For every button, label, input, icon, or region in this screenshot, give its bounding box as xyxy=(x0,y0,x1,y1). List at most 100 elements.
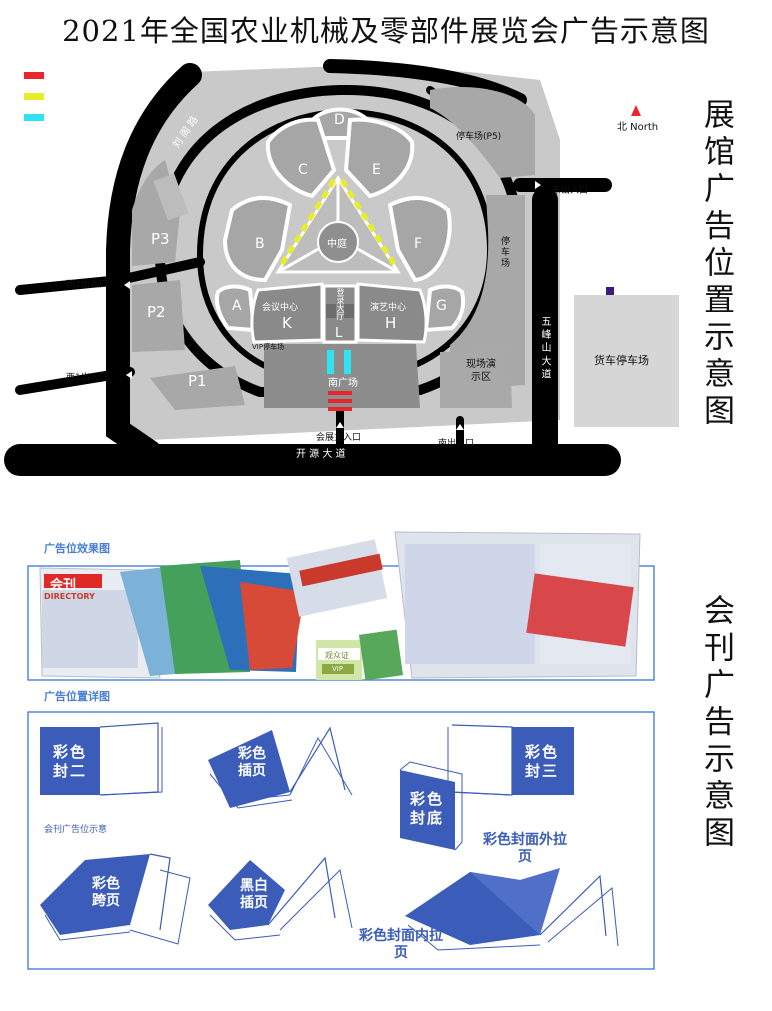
water-flag-left xyxy=(327,350,334,374)
hall-label-A: A xyxy=(232,298,242,314)
hall-F xyxy=(387,196,452,283)
diagram-color-insert xyxy=(208,726,353,809)
label-color-insert: 彩色插页 xyxy=(238,746,266,779)
map-legend: 拱门（数量3） 展厅广告位（数量8） 注水道旗（数量若干） xyxy=(24,68,140,125)
parking-areas xyxy=(132,87,535,410)
hall-label-C: C xyxy=(298,162,308,178)
diagram-bw-insert xyxy=(208,856,353,941)
entrance-west1: 西1出入口 xyxy=(66,373,108,383)
arch-gate-3 xyxy=(328,407,352,411)
photo-brochure-title: 会刊 xyxy=(50,578,77,593)
legend-label-water-flag: 注水道旗（数量若干） xyxy=(50,114,141,124)
road-liuge xyxy=(106,63,202,464)
hall-C xyxy=(265,117,337,199)
hall-label-F: F xyxy=(414,236,423,252)
road-kaiyuan-label: 开 源 大 道 xyxy=(296,449,346,460)
atrium-circle xyxy=(317,221,359,263)
parking-label-p3: P3 xyxy=(151,230,170,248)
hall-label-G: G xyxy=(436,298,447,314)
conference-center-K xyxy=(250,282,324,344)
water-flag-right xyxy=(344,350,351,374)
photo-brochure-subtitle: DIRECTORY xyxy=(44,592,95,601)
legend-label-arch: 拱门（数量3） xyxy=(50,72,110,82)
label-inside-front: 彩色封二 xyxy=(52,743,87,780)
effect-title: 广告位效果图 xyxy=(44,542,110,555)
page-title: 2021年全国农业机械及零部件展览会广告示意图 xyxy=(62,14,710,48)
diagram-cover-fold xyxy=(405,868,619,951)
entrance-west2: 西2出入口 xyxy=(66,280,108,290)
parking-label-p2: P2 xyxy=(147,303,166,321)
entrance-east: 东出入口 xyxy=(552,186,589,196)
hall-label-D: D xyxy=(334,112,345,128)
detail-title: 广告位置详图 xyxy=(44,690,110,703)
label-back-cover: 彩色封底 xyxy=(409,790,444,827)
vip-parking-label: VIP停车场 xyxy=(252,343,285,351)
parking-east xyxy=(450,195,525,390)
truck-parking-label: 货车停车场 xyxy=(594,354,649,367)
registration-name: 登录大厅 xyxy=(336,288,345,320)
entrance-main: 会展主入口 xyxy=(316,433,362,443)
atrium-label: 中庭 xyxy=(327,239,347,250)
legend-item-arch: 拱门（数量3） xyxy=(24,68,140,83)
exhibition-halls xyxy=(214,107,466,333)
diagram-inside-back xyxy=(447,724,574,796)
hall-B xyxy=(222,196,293,283)
performance-name: 演艺中心 xyxy=(370,303,407,313)
arch-gate-1 xyxy=(328,391,352,395)
truck-parking xyxy=(574,295,679,427)
north-arrow-icon xyxy=(631,105,641,116)
legend-swatch-hall-ad xyxy=(24,93,44,100)
hall-G xyxy=(423,284,466,333)
venue-map xyxy=(4,59,679,480)
road-wufeng-label: 五 峰 山 大 道 xyxy=(539,316,550,379)
label-inside-back: 彩色封三 xyxy=(524,743,559,780)
hall-E xyxy=(343,117,415,199)
road-west2 xyxy=(15,257,205,295)
label-cross-page: 彩色跨页 xyxy=(92,876,120,909)
road-west1 xyxy=(15,367,135,395)
diagram-cross-page xyxy=(40,853,191,945)
entrance-south: 南出入口 xyxy=(438,439,475,449)
diagram-back-cover xyxy=(399,761,463,851)
hall-ad-markers xyxy=(279,178,397,266)
south-plaza xyxy=(264,344,420,408)
registration-letter: L xyxy=(335,326,343,341)
legend-swatch-arch xyxy=(24,72,44,79)
catalog-note: 会刊广告位示意 xyxy=(44,825,108,835)
detail-frame xyxy=(27,711,655,970)
building-left-top xyxy=(153,173,189,221)
purple-marker xyxy=(606,287,614,295)
parking-p2 xyxy=(132,280,185,352)
performance-center-H xyxy=(356,282,428,344)
demo-area xyxy=(440,350,512,408)
hall-label-B: B xyxy=(255,236,265,252)
legend-swatch-water-flag xyxy=(24,114,44,121)
label-outer-fold: 彩色封面外拉页 xyxy=(483,832,567,865)
brochure-photo xyxy=(39,531,641,681)
side-title-hall: 展馆广告位置示意图 xyxy=(698,98,734,431)
side-title-catalog: 会刊广告示意图 xyxy=(698,594,734,853)
diagram-inside-front xyxy=(40,722,163,796)
photo-vip-badge: VIP xyxy=(332,665,344,673)
label-bw-insert: 黑白插页 xyxy=(240,878,268,911)
label-inner-fold: 彩色封面内拉页 xyxy=(359,928,443,961)
photo-visitor-badge: 观众证 xyxy=(325,651,349,660)
demo-area-label: 现场演示区 xyxy=(466,359,496,383)
parking-label-p1: P1 xyxy=(188,372,207,390)
parking-p5-label: 停车场(P5) xyxy=(456,132,502,142)
parking-p5 xyxy=(430,87,535,178)
conference-name: 会议中心 xyxy=(262,303,299,313)
arch-gate-2 xyxy=(328,399,352,403)
parking-east-label: 停车场 xyxy=(499,236,509,269)
hall-label-E: E xyxy=(372,162,381,178)
conference-letter: K xyxy=(282,314,292,332)
square-label: 南广场 xyxy=(328,378,358,389)
performance-letter: H xyxy=(385,314,397,332)
legend-item-water-flag: 注水道旗（数量若干） xyxy=(24,110,140,125)
legend-item-hall-ad: 展厅广告位（数量8） xyxy=(24,89,140,104)
road-top xyxy=(323,59,527,107)
legend-label-hall-ad: 展厅广告位（数量8） xyxy=(50,93,137,103)
north-label: 北 North xyxy=(617,122,659,133)
parking-p1 xyxy=(150,366,245,410)
